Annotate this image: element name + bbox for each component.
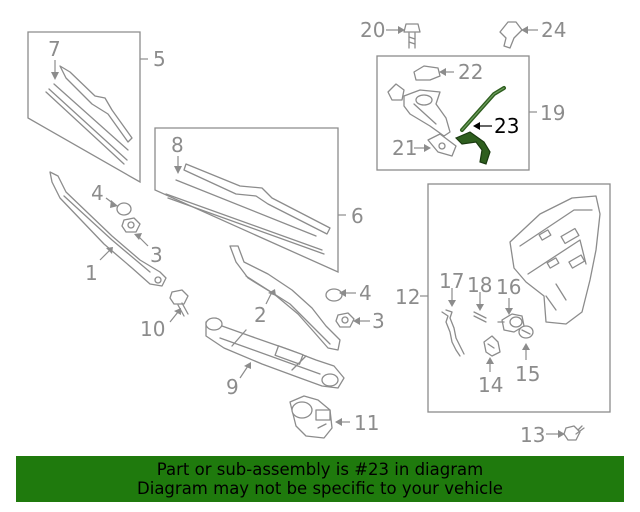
wiper-arm-1	[49, 171, 167, 287]
washer-hose-23	[454, 86, 506, 165]
screw-20	[403, 23, 421, 49]
clip-24	[499, 21, 523, 49]
callout-19[interactable]: 19	[540, 101, 565, 125]
callout-8[interactable]: 8	[171, 133, 184, 157]
wiper-blade-8	[165, 163, 331, 255]
part-group-12: 12 17 18	[395, 183, 611, 413]
part-group-6: 6 8	[154, 127, 364, 274]
callout-13[interactable]: 13	[520, 423, 545, 447]
wiper-motor-11	[289, 395, 333, 439]
part-group-19: 19 22 21 23	[376, 55, 565, 171]
nut-3-upper	[121, 217, 141, 233]
wiper-linkage-9	[205, 317, 345, 389]
callout-2[interactable]: 2	[254, 303, 267, 327]
banner-line-2: Diagram may not be specific to your vehi…	[137, 479, 503, 498]
callout-3-upper[interactable]: 3	[150, 243, 163, 267]
info-banner: Part or sub-assembly is #23 in diagram D…	[16, 456, 624, 502]
parts-diagram: 5 7 6 8 1	[27, 18, 611, 447]
wiper-blade-7	[45, 65, 133, 165]
callout-11[interactable]: 11	[354, 411, 379, 435]
nozzle-21	[427, 133, 457, 157]
callout-22[interactable]: 22	[458, 60, 483, 84]
valve-16	[497, 313, 525, 333]
wiper-arm-2	[229, 245, 341, 351]
callout-21[interactable]: 21	[392, 136, 417, 160]
callout-16[interactable]: 16	[496, 275, 521, 299]
nut-3-lower	[335, 312, 355, 328]
callout-23[interactable]: 23	[494, 114, 519, 138]
cap-4-upper	[116, 202, 132, 216]
hose-17	[441, 309, 465, 357]
part-group-5: 5 7	[27, 31, 166, 184]
washer-nozzle-body	[387, 83, 451, 137]
callout-17[interactable]: 17	[439, 269, 464, 293]
callout-20[interactable]: 20	[360, 18, 385, 42]
bracket-14	[483, 335, 501, 357]
callout-7[interactable]: 7	[48, 37, 61, 61]
callout-4-lower[interactable]: 4	[359, 281, 372, 305]
callout-24[interactable]: 24	[541, 18, 566, 42]
callout-15[interactable]: 15	[515, 362, 540, 386]
callout-3-lower[interactable]: 3	[372, 309, 385, 333]
bolt-13	[563, 425, 585, 441]
callout-6[interactable]: 6	[351, 204, 364, 228]
callout-14[interactable]: 14	[478, 373, 503, 397]
callout-18[interactable]: 18	[467, 273, 492, 297]
callout-1[interactable]: 1	[85, 261, 98, 285]
callout-5[interactable]: 5	[153, 47, 166, 71]
clip-18	[473, 311, 487, 323]
callout-4-upper[interactable]: 4	[91, 181, 104, 205]
callout-9[interactable]: 9	[226, 375, 239, 399]
callout-10[interactable]: 10	[140, 317, 165, 341]
cowl-panel	[509, 195, 601, 325]
cap-4-lower	[325, 288, 343, 302]
banner-line-1: Part or sub-assembly is #23 in diagram	[156, 460, 484, 479]
plug-15	[518, 325, 534, 339]
cap-22	[413, 65, 441, 81]
callout-12[interactable]: 12	[395, 285, 420, 309]
